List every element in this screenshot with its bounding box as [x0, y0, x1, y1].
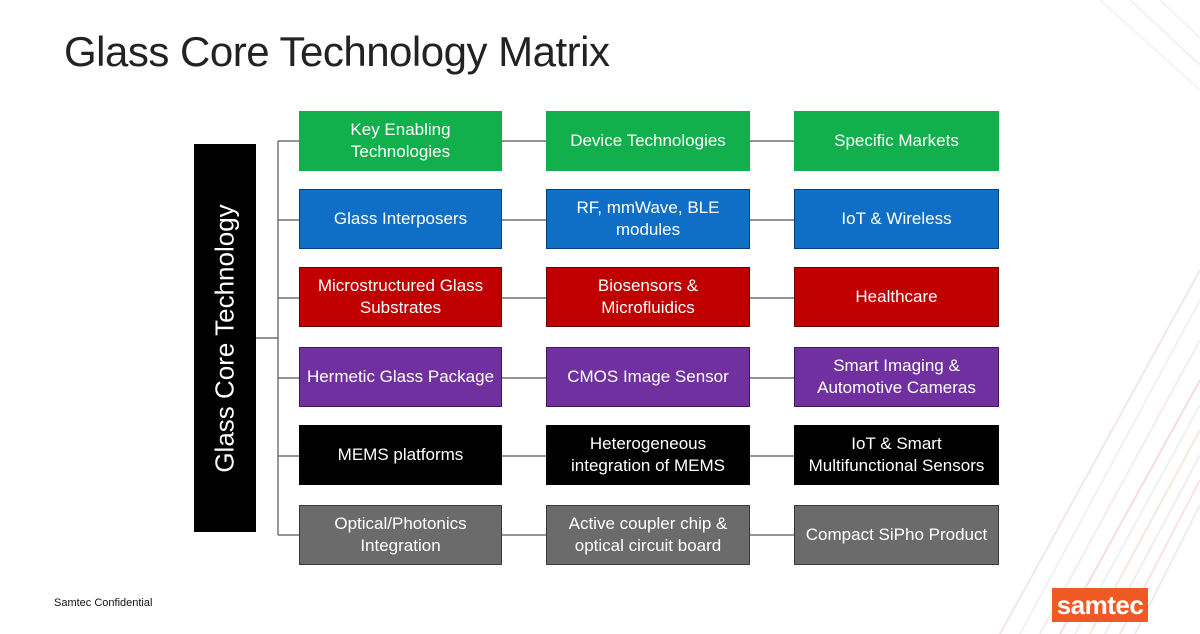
matrix-cell-device: Active coupler chip & optical circuit bo… — [546, 505, 750, 565]
page-title: Glass Core Technology Matrix — [64, 28, 610, 75]
matrix-cell-device: Heterogeneous integration of MEMS — [546, 425, 750, 485]
matrix-cell-market: Smart Imaging & Automotive Cameras — [794, 347, 999, 407]
matrix-cell-market: IoT & Smart Multifunctional Sensors — [794, 425, 999, 485]
matrix-cell-technology: Glass Interposers — [299, 189, 502, 249]
matrix-cell-market: Specific Markets — [794, 111, 999, 171]
matrix-cell-device: CMOS Image Sensor — [546, 347, 750, 407]
matrix-cell-technology: Hermetic Glass Package — [299, 347, 502, 407]
matrix-cell-market: IoT & Wireless — [794, 189, 999, 249]
matrix-cell-device: Biosensors & Microfluidics — [546, 267, 750, 327]
matrix-cell-technology: MEMS platforms — [299, 425, 502, 485]
confidential-notice: Samtec Confidential — [54, 597, 153, 609]
side-label-bar: Glass Core Technology — [194, 144, 256, 532]
side-label: Glass Core Technology — [209, 203, 240, 473]
matrix-cell-device: Device Technologies — [546, 111, 750, 171]
matrix-cell-technology: Microstructured Glass Substrates — [299, 267, 502, 327]
matrix-cell-technology: Key Enabling Technologies — [299, 111, 502, 171]
matrix-cell-market: Compact SiPho Product — [794, 505, 999, 565]
matrix-cell-technology: Optical/Photonics Integration — [299, 505, 502, 565]
matrix-cell-market: Healthcare — [794, 267, 999, 327]
samtec-logo: samtec — [1052, 588, 1148, 622]
matrix-cell-device: RF, mmWave, BLE modules — [546, 189, 750, 249]
